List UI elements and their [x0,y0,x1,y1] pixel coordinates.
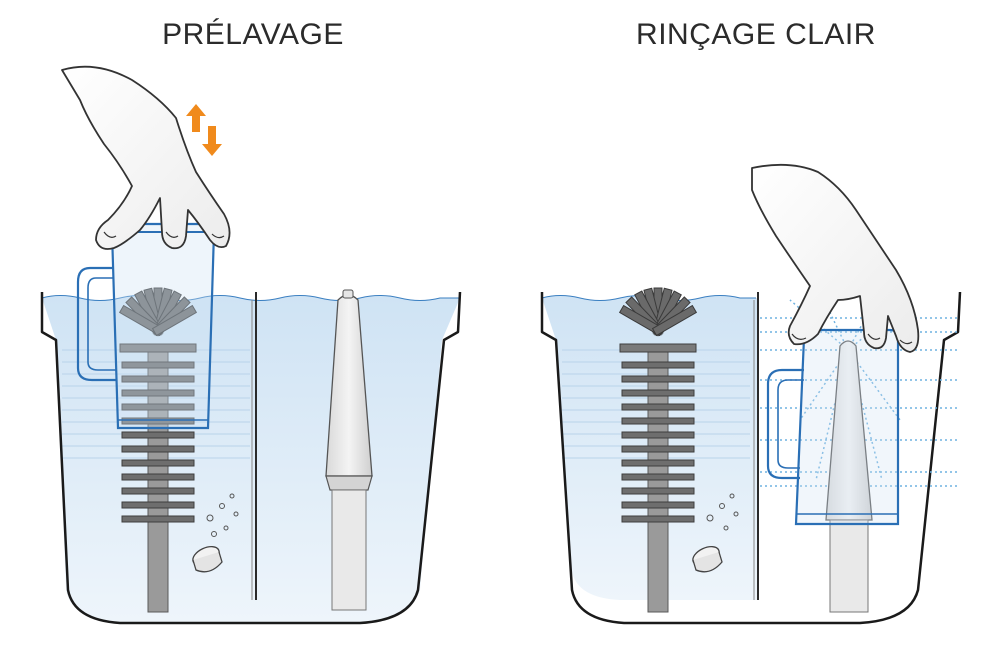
jug-icon [766,328,900,526]
tablet-icon [192,545,223,573]
tablet-icon [692,545,723,573]
panel-prelavage [40,65,462,625]
water-surface-left [41,295,460,301]
bucket-left [40,291,462,625]
hand-icon [61,65,231,250]
nozzle-icon [325,289,373,611]
hand-icon [751,163,920,353]
up-down-arrow-icon [186,104,222,156]
panel-title-prelavage: PRÉLAVAGE [162,18,344,51]
bubbles-left [206,493,239,537]
brush-icon [618,287,698,613]
bubbles-right [706,493,739,531]
nozzle-icon [825,340,873,613]
water-left [42,296,460,622]
panel-title-rincage: RINÇAGE CLAIR [636,18,876,51]
brush-icon [118,287,198,613]
panel-rincage [540,163,962,625]
bucket-right [540,291,962,625]
